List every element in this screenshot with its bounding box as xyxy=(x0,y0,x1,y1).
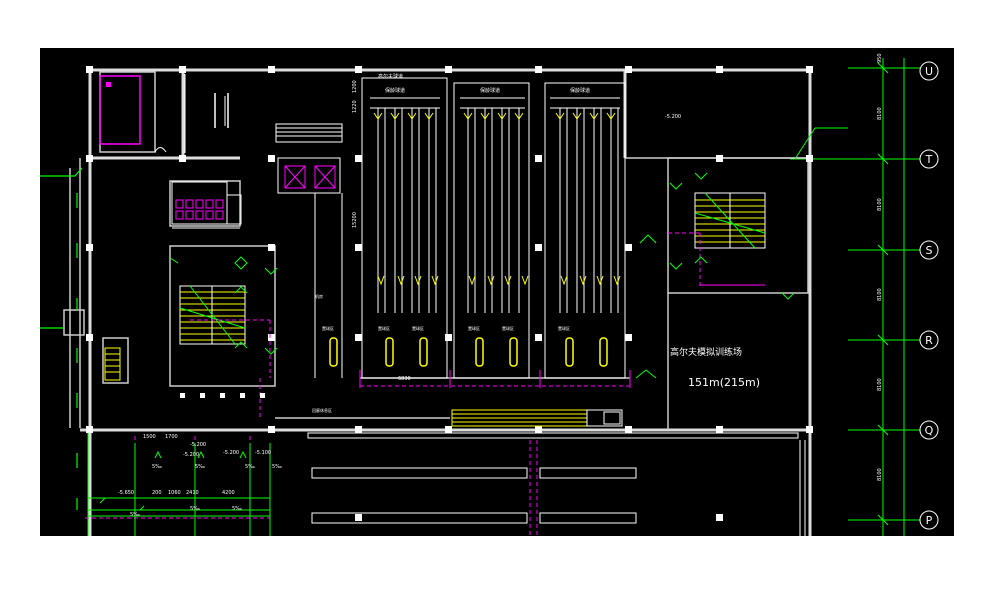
text-labels: 高尔夫模拟训练场 151m(215m) 高尔夫球道 保龄球道 保龄球道 保龄球道… xyxy=(312,73,760,413)
golf-area-size: 151m(215m) xyxy=(688,376,760,389)
bdim-16: 5‰ xyxy=(190,506,200,512)
axis-label-p: P xyxy=(926,514,933,527)
bowl-tag-1: 置球区 xyxy=(322,325,334,331)
bowl-tag-5: 置球区 xyxy=(502,325,514,331)
bdim-11: 4200 xyxy=(222,490,235,496)
bdim-8: 200 xyxy=(152,490,162,496)
bottom-dimension-labels: 1500 1700 -5.200 -5.200 -5.100 -5.200 -5… xyxy=(118,434,282,518)
bowling-lanes xyxy=(361,77,626,379)
left-stair xyxy=(179,285,246,345)
bowl-tag-2: 置球区 xyxy=(378,325,390,331)
equipment-room xyxy=(99,74,229,153)
axis-spacing-1: 8100 xyxy=(877,107,883,120)
bdim-1: 1500 xyxy=(143,434,156,440)
golf-area-label: 高尔夫模拟训练场 xyxy=(670,346,742,358)
axis-label-q: Q xyxy=(925,424,934,437)
axis-label-u: U xyxy=(925,65,933,78)
right-stair xyxy=(668,192,766,288)
bdim-2: 1700 xyxy=(165,434,178,440)
axis-label-r: R xyxy=(925,334,933,347)
dim-mid-left: 15200 xyxy=(352,212,358,228)
bottom-tables xyxy=(307,432,806,536)
bdim-10: 2410 xyxy=(186,490,199,496)
lane-header-1: 保龄球道 xyxy=(385,87,405,94)
corridor-label: 回廊休息区 xyxy=(312,407,332,413)
floor-plan: U T S R Q P 950 8100 8100 8100 8100 8100 xyxy=(40,53,939,536)
escalator xyxy=(451,409,623,427)
ball-returns xyxy=(329,337,608,367)
axis-spacing-3: 8100 xyxy=(877,288,883,301)
bottom-left-green xyxy=(87,433,271,536)
bdim-17: 5‰ xyxy=(232,506,242,512)
axis-spacing-5: 8100 xyxy=(877,468,883,481)
axis-spacing-4: 8100 xyxy=(877,378,883,391)
top-title: 高尔夫球道 xyxy=(378,73,403,80)
dim-left-top: 1220 xyxy=(352,100,358,113)
axis-grid xyxy=(790,58,920,536)
bdim-18: 5‰ xyxy=(272,464,282,470)
left-small-stair xyxy=(104,347,121,381)
right-stair-doors xyxy=(635,127,848,379)
elevator-shaft xyxy=(275,123,343,378)
bowl-tag-4: 置球区 xyxy=(468,325,480,331)
axis-spacing-labels: 950 8100 8100 8100 8100 8100 xyxy=(877,53,883,481)
dim-lanes-bottom: 6830 xyxy=(398,376,411,382)
bowl-tag-3: 置球区 xyxy=(412,325,424,331)
restroom xyxy=(171,181,242,229)
left-stair-doors xyxy=(169,256,278,355)
left-room-label: 机房 xyxy=(315,293,323,299)
lane-magenta xyxy=(359,370,631,388)
lane-pins xyxy=(373,112,621,286)
columns xyxy=(86,66,813,521)
axis-label-s: S xyxy=(926,244,933,257)
dim-left-top2: 1200 xyxy=(352,80,358,93)
axis-spacing-0: 950 xyxy=(877,53,883,63)
bottom-green-arrows xyxy=(99,450,247,511)
bdim-4: -5.200 xyxy=(223,450,239,456)
bdim-12: 5‰ xyxy=(152,464,162,470)
bdim-14: 5‰ xyxy=(245,464,255,470)
axis-spacing-2: 8100 xyxy=(877,198,883,211)
axis-label-t: T xyxy=(925,153,933,166)
bdim-13: 5‰ xyxy=(195,464,205,470)
left-wall-doors xyxy=(40,167,83,510)
lane-header-2: 保龄球道 xyxy=(480,87,500,94)
bdim-5: -5.100 xyxy=(255,450,271,456)
magenta-dash-left xyxy=(190,319,271,418)
outer-walls xyxy=(80,68,812,536)
axis-bubble-labels: U T S R Q P xyxy=(925,65,934,527)
axis-bubbles xyxy=(919,61,939,530)
bdim-9: 1060 xyxy=(168,490,181,496)
bdim-3: -5.200 xyxy=(183,452,199,458)
lane-header-3: 保龄球道 xyxy=(570,87,590,94)
bottom-magenta xyxy=(85,436,538,536)
bowl-tag-6: 置球区 xyxy=(558,325,570,331)
left-corridor-markers xyxy=(180,393,265,398)
elevation-top: -5.200 xyxy=(665,114,681,120)
cad-viewport[interactable]: U T S R Q P 950 8100 8100 8100 8100 8100 xyxy=(40,48,954,536)
bdim-6: -5.200 xyxy=(190,442,206,448)
bdim-7: -5.650 xyxy=(118,490,134,496)
bdim-15: 5‰ xyxy=(130,512,140,518)
